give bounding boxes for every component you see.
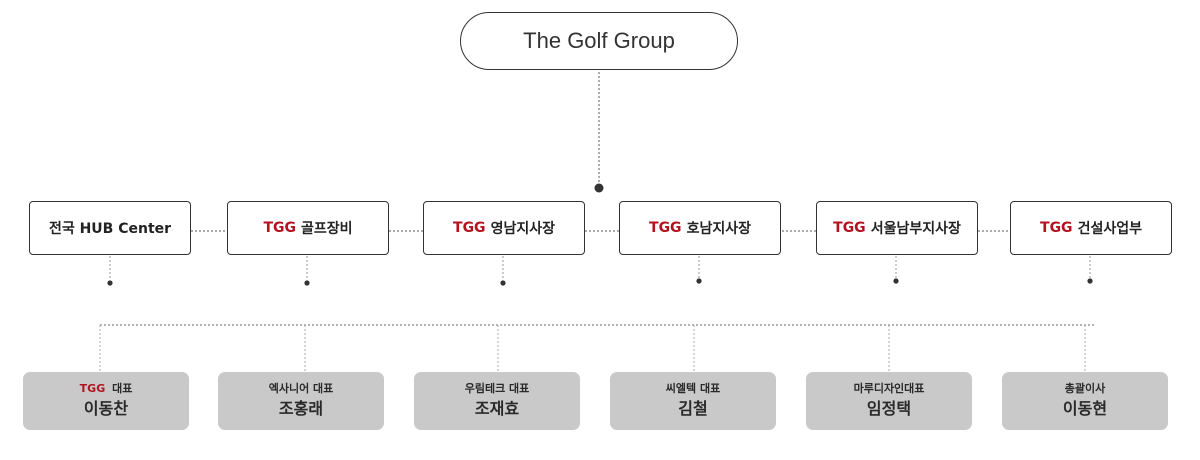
- person-role: 씨엘텍 대표: [665, 382, 721, 395]
- dept-name: 호남지사장: [686, 221, 751, 237]
- root-node: The Golf Group: [460, 12, 738, 70]
- person-name: 김철: [678, 399, 708, 418]
- dept-stem-dot-2: [304, 280, 310, 286]
- dept-stem-dot-1: [107, 280, 113, 286]
- dept-brand: TGG: [1040, 220, 1073, 236]
- person-card-6: 총괄이사 이동현: [1002, 372, 1168, 430]
- dept-node-hub: 전국 HUB Center: [29, 201, 191, 255]
- dept-name: 서울남부지사장: [870, 221, 961, 237]
- dept-brand: TGG: [453, 220, 486, 236]
- person-name: 조홍래: [278, 399, 324, 418]
- person-role: 우림테크 대표: [464, 382, 530, 395]
- person-title: 총괄이사: [1065, 382, 1105, 396]
- dept-brand: TGG: [263, 220, 296, 236]
- person-title: 엑사니어 대표: [269, 382, 334, 396]
- dept-name: 영남지사장: [490, 221, 555, 237]
- dept-node-golf-equipment: TGG 골프장비: [227, 201, 389, 255]
- person-name: 이동현: [1062, 399, 1108, 418]
- dept-stem-dot-6: [1087, 278, 1093, 284]
- person-title: 우림테크 대표: [465, 382, 530, 396]
- person-title: 마루디자인대표: [854, 382, 925, 396]
- person-title: 씨엘텍 대표: [666, 382, 720, 396]
- dept-name: 건설사업부: [1077, 221, 1142, 237]
- person-card-1: TGG 대표 이동찬: [23, 372, 189, 430]
- dept-node-honam: TGG 호남지사장: [619, 201, 781, 255]
- person-role: 마루디자인대표: [853, 382, 925, 395]
- dept-name: 전국 HUB Center: [48, 221, 172, 237]
- person-card-5: 마루디자인대표 임정택: [806, 372, 972, 430]
- dept-node-seoul-south: TGG 서울남부지사장: [816, 201, 978, 255]
- dept-node-yeongnam: TGG 영남지사장: [423, 201, 585, 255]
- person-role: 대표: [112, 382, 133, 395]
- person-brand: TGG: [79, 382, 106, 395]
- person-card-2: 엑사니어 대표 조홍래: [218, 372, 384, 430]
- person-card-3: 우림테크 대표 조재효: [414, 372, 580, 430]
- dept-brand: TGG: [649, 220, 682, 236]
- dept-name: 골프장비: [301, 221, 353, 237]
- dept-stem-dot-3: [500, 280, 506, 286]
- person-name: 임정택: [866, 399, 912, 418]
- dept-node-construction: TGG 건설사업부: [1010, 201, 1172, 255]
- person-name: 이동찬: [83, 399, 129, 418]
- dept-stem-dot-4: [696, 278, 702, 284]
- dept-stem-dot-5: [893, 278, 899, 284]
- person-role: 엑사니어 대표: [268, 382, 334, 395]
- person-title: TGG 대표: [80, 382, 133, 396]
- dept-brand: TGG: [833, 220, 866, 236]
- person-card-4: 씨엘텍 대표 김철: [610, 372, 776, 430]
- person-name: 조재효: [474, 399, 520, 418]
- person-role: 총괄이사: [1064, 382, 1106, 395]
- root-connector-dot: [594, 183, 604, 193]
